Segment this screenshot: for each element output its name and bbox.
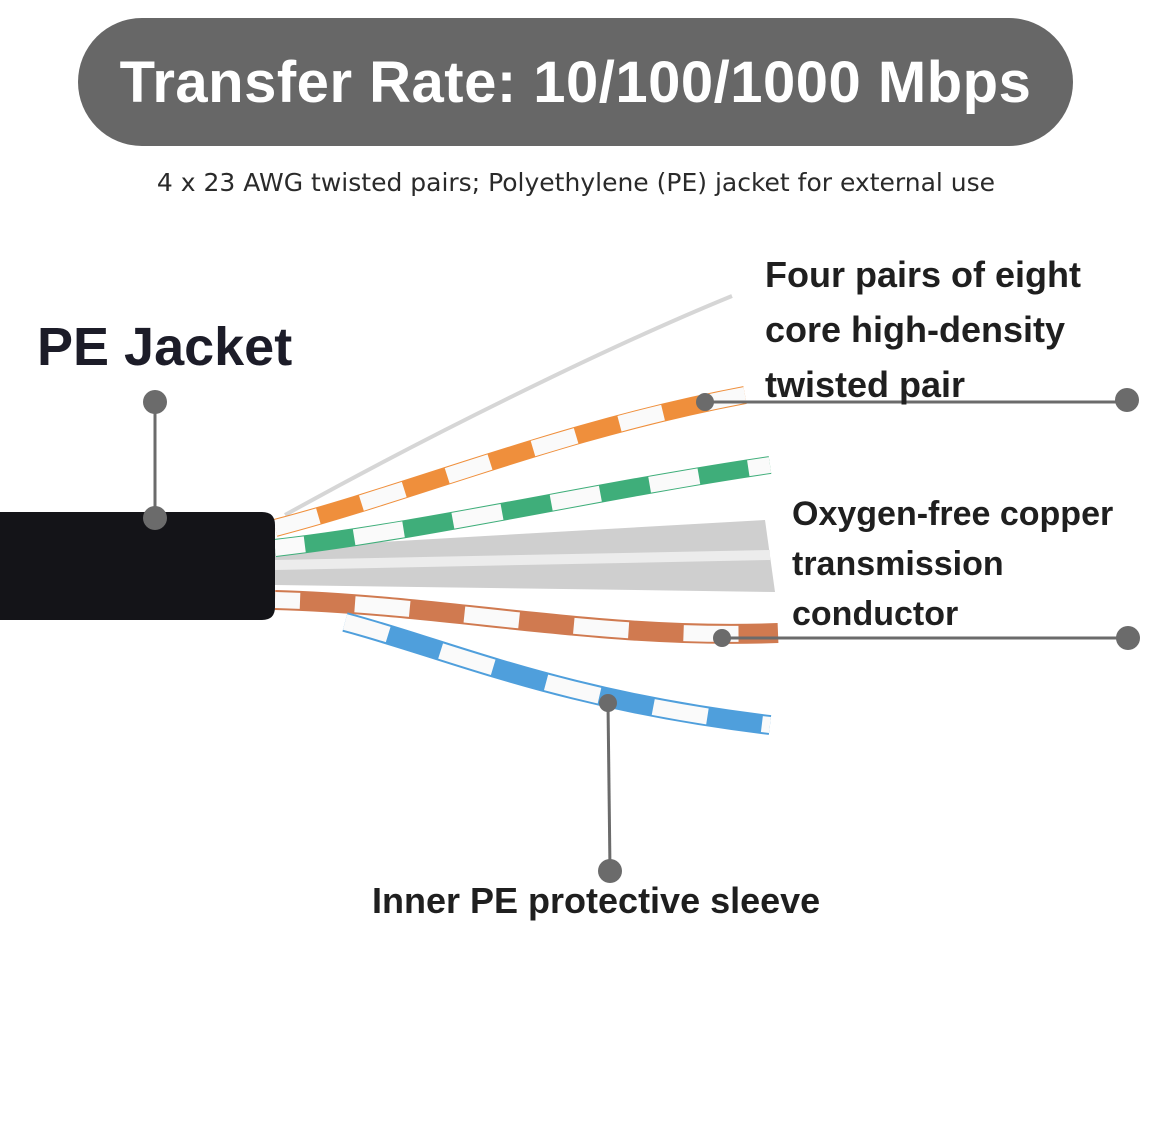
label-line: Four pairs of eight	[765, 254, 1082, 295]
green-pair	[273, 456, 772, 557]
copper-callout-dot	[1116, 626, 1140, 650]
title-banner: Transfer Rate: 10/100/1000 Mbps	[78, 18, 1073, 146]
sleeve-callout-dot	[599, 694, 617, 712]
copper-callout-dot	[713, 629, 731, 647]
copper-conductor-label: Oxygen-free copper transmission conducto…	[792, 489, 1113, 639]
label-line: Oxygen-free copper	[792, 495, 1114, 533]
rip-cord	[284, 294, 733, 517]
sleeve-callout-dot	[598, 859, 622, 883]
pe-jacket-cable	[0, 512, 275, 620]
pairs-callout-dot	[1115, 388, 1139, 412]
inner-sleeve-label: Inner PE protective sleeve	[372, 880, 821, 921]
label-line: core high-density	[765, 309, 1066, 350]
jacket-callout-dot	[143, 506, 167, 530]
label-line: transmission	[792, 545, 1004, 583]
callout-lines	[153, 400, 1128, 871]
title-text: Transfer Rate: 10/100/1000 Mbps	[119, 49, 1032, 115]
separator-highlight	[274, 550, 771, 570]
pairs-callout-dot	[696, 393, 714, 411]
pe-jacket-label: PE Jacket	[37, 317, 293, 377]
blue-pair	[342, 612, 772, 735]
orange-pair	[272, 386, 747, 537]
label-line: twisted pair	[765, 364, 966, 405]
jacket-callout-dot	[143, 390, 167, 414]
subtitle: 4 x 23 AWG twisted pairs; Polyethylene (…	[156, 168, 996, 197]
label-line: conductor	[792, 595, 959, 633]
brown-orange-pair	[274, 590, 779, 644]
twisted-pairs-label: Four pairs of eight core high-density tw…	[765, 247, 1081, 412]
